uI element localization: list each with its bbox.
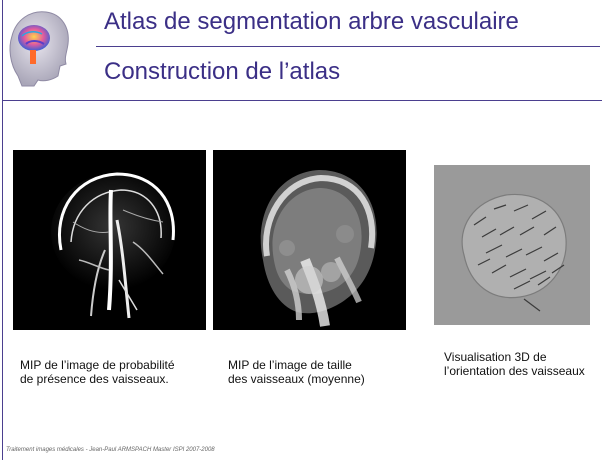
caption-line: de présence des vaisseaux. xyxy=(20,372,169,386)
header-divider xyxy=(2,100,602,101)
head-brain-logo xyxy=(4,6,74,88)
slide-title: Atlas de segmentation arbre vasculaire xyxy=(104,8,519,35)
left-border-rule xyxy=(2,0,3,460)
mip-vessel-size-image xyxy=(213,150,406,330)
orientation-3d-image xyxy=(434,165,590,325)
footer-credit: Traitement images médicales - Jean-Paul … xyxy=(6,447,215,453)
caption-line: Visualisation 3D de xyxy=(444,350,547,364)
caption-line: MIP de l’image de probabilité xyxy=(20,358,175,372)
caption-mip-vessel-size: MIP de l’image de taille des vaisseaux (… xyxy=(228,358,365,386)
caption-line: des vaisseaux (moyenne) xyxy=(228,372,365,386)
caption-line: MIP de l’image de taille xyxy=(228,358,352,372)
caption-mip-probability: MIP de l’image de probabilité de présenc… xyxy=(20,358,175,386)
caption-orientation-3d: Visualisation 3D de l’orientation des va… xyxy=(444,350,585,378)
mip-probability-image xyxy=(13,150,206,330)
slide-subtitle: Construction de l’atlas xyxy=(104,58,341,85)
title-divider xyxy=(96,46,600,47)
caption-line: l’orientation des vaisseaux xyxy=(444,364,585,378)
